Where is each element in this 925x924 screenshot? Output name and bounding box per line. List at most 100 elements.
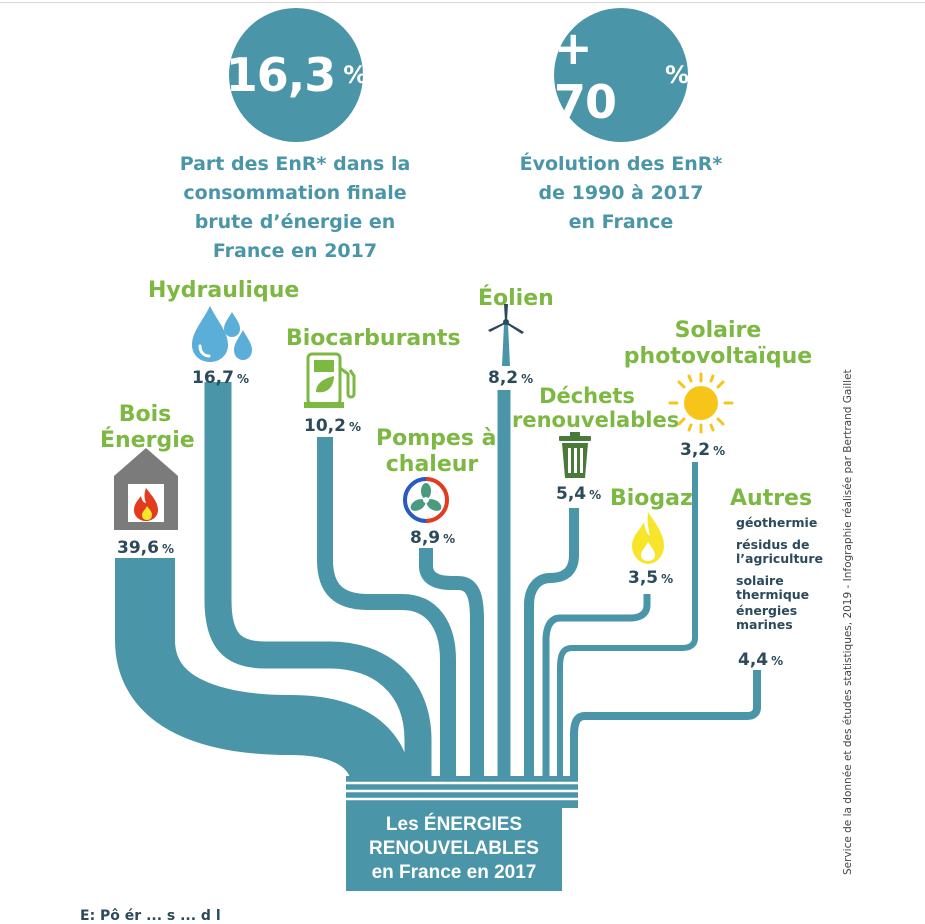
value-number: 39,6 (117, 538, 159, 558)
share-unit: % (343, 61, 367, 89)
share-caption-line: Part des EnR* dans la (179, 153, 411, 175)
label-solaire: Solaire photovoltaïque (618, 318, 818, 370)
detail-line: thermique (736, 587, 810, 602)
autres-details: géothermie résidus de l’agriculture sola… (736, 516, 826, 632)
growth-caption-line: Évolution des EnR* (519, 153, 723, 175)
trunk-stripes (346, 781, 578, 801)
top-border (0, 2, 925, 3)
label-line: Hydraulique (148, 278, 300, 303)
pipe-biocarburants (317, 437, 456, 806)
label-line: Biocarburants (286, 326, 461, 351)
total-box-line: RENOUVELABLES (369, 838, 539, 859)
label-line: Pompes à (376, 426, 497, 451)
label-line: photovoltaïque (623, 344, 813, 369)
label-line: Biogaz (610, 486, 693, 511)
value-hydraulique: 16,7% (192, 368, 249, 388)
pipe-autres (570, 670, 761, 806)
growth-caption-line: en France (568, 211, 674, 233)
label-autres: Autres (730, 486, 812, 512)
label-hydraulique: Hydraulique (148, 278, 299, 304)
detail-line: géothermie (736, 515, 818, 530)
growth-value: + 70 (554, 21, 617, 129)
fireplace-icon (114, 448, 178, 530)
value-eolien: 8,2% (488, 368, 533, 388)
share-caption-line: brute d’énergie en (194, 211, 396, 233)
label-line: Déchets (539, 384, 635, 408)
label-line: Autres (730, 486, 813, 511)
value-unit: % (236, 372, 249, 386)
pipe-hydraulique (204, 382, 432, 806)
label-line: Éolien (478, 286, 554, 311)
value-number: 8,9 (410, 528, 441, 548)
credit-text: Service de la donnée et des études stati… (842, 369, 854, 875)
label-dechets: Déchets renouvelables (512, 384, 680, 432)
autres-detail: géothermie (736, 516, 826, 530)
value-number: 3,2 (680, 440, 711, 460)
value-unit: % (589, 488, 602, 502)
pipe-solaire (557, 462, 698, 806)
label-line: chaleur (385, 452, 479, 477)
share-caption-line: consommation finale (183, 182, 407, 204)
value-bois: 39,6% (117, 538, 174, 558)
value-unit: % (713, 444, 726, 458)
share-caption-line: France en 2017 (212, 240, 378, 262)
value-solaire: 3,2% (680, 440, 725, 460)
growth-bubble: + 70 % (554, 8, 689, 142)
total-box-line: Les ÉNERGIES (385, 814, 523, 835)
footer-text: E: Pô ér ... s ... d l (80, 908, 221, 924)
wind-turbine-icon (488, 304, 524, 366)
value-biocarburants: 10,2% (304, 416, 361, 436)
value-number: 8,2 (488, 368, 519, 388)
value-biogaz: 3,5% (628, 568, 673, 588)
value-pompes: 8,9% (410, 528, 455, 548)
fuel-pump-icon (304, 352, 356, 408)
value-number: 5,4 (556, 484, 587, 504)
water-drops-icon (192, 306, 252, 362)
label-line: renouvelables (512, 408, 680, 432)
pipe-pompes (419, 548, 484, 806)
value-unit: % (348, 420, 361, 434)
flame-icon (632, 512, 664, 564)
share-value: 16,3 (225, 48, 336, 102)
share-caption: Part des EnR* dans la consommation final… (150, 150, 440, 266)
growth-caption-line: de 1990 à 2017 (538, 182, 704, 204)
share-bubble: 16,3 % (225, 8, 367, 142)
label-bois: Bois Énergie (100, 402, 195, 454)
value-number: 4,4 (738, 650, 769, 670)
total-box-line: en France en 2017 (371, 862, 537, 883)
label-pompes: Pompes à chaleur (376, 426, 497, 478)
label-biocarburants: Biocarburants (286, 326, 461, 352)
value-dechets: 5,4% (556, 484, 601, 504)
autres-detail: solaire thermique (736, 574, 826, 602)
pipe-biogaz (542, 594, 651, 806)
value-unit: % (521, 372, 534, 386)
trash-bin-icon (559, 432, 591, 478)
fan-icon (403, 477, 449, 523)
detail-line: énergies (736, 603, 798, 618)
label-biogaz: Biogaz (610, 486, 693, 512)
value-number: 10,2 (304, 416, 346, 436)
label-line: Bois (118, 402, 172, 427)
growth-unit: % (664, 61, 689, 89)
label-eolien: Éolien (478, 286, 554, 312)
value-unit: % (443, 532, 456, 546)
detail-line: l’agriculture (736, 551, 823, 566)
detail-line: marines (736, 617, 793, 632)
pipe-bois (115, 558, 412, 806)
autres-detail: résidus de l’agriculture (736, 538, 826, 566)
value-unit: % (771, 654, 784, 668)
pipe-dechets (524, 508, 579, 806)
sun-icon (668, 372, 734, 434)
label-line: Solaire (674, 318, 762, 343)
total-box: Les ÉNERGIES RENOUVELABLES en France en … (346, 807, 562, 891)
value-number: 3,5 (628, 568, 659, 588)
label-line: Énergie (100, 428, 195, 453)
autres-detail: énergies marines (736, 604, 826, 632)
detail-line: résidus de (736, 537, 810, 552)
growth-caption: Évolution des EnR* de 1990 à 2017 en Fra… (476, 150, 766, 237)
value-unit: % (661, 572, 674, 586)
value-autres: 4,4% (738, 650, 783, 670)
detail-line: solaire (736, 573, 784, 588)
